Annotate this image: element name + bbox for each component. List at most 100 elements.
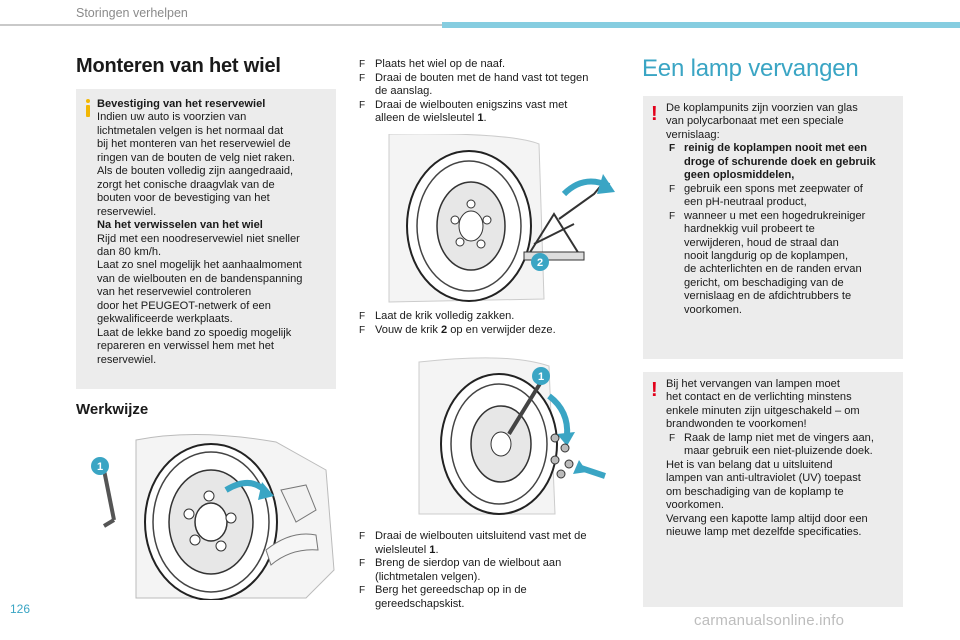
- step-item: Draai de bouten met de hand vast tot teg…: [359, 72, 619, 99]
- step-item: Berg het gereedschap op in degereedschap…: [359, 584, 621, 611]
- warning-line: hardnekkig vuil probeert te: [684, 223, 815, 236]
- warning-line: de achterlichten en de randen ervan: [684, 263, 862, 276]
- warning-icon: !: [651, 103, 658, 125]
- info-line: bouten voor de bevestiging van het: [97, 192, 270, 205]
- step-line: Draai de wielbouten enigszins vast met: [375, 98, 568, 111]
- info-line: Indien uw auto is voorzien van: [97, 111, 247, 124]
- step-item: Breng de sierdop van de wielbout aan(lic…: [359, 557, 621, 584]
- page-title-wheel: Monteren van het wiel: [76, 55, 281, 77]
- info-box: Bevestiging van het reservewiel Indien u…: [76, 89, 336, 389]
- info-line: reservewiel.: [97, 205, 157, 218]
- warning-line: De koplampunits zijn voorzien van glas: [666, 102, 858, 114]
- step-ref: 1: [477, 112, 484, 125]
- step-line: Vouw de krik 2 op en verwijder deze.: [375, 323, 556, 336]
- info-icon: [86, 99, 90, 117]
- step-item: Draai de wielbouten enigszins vast metal…: [359, 99, 619, 126]
- wheel-mounting-illustration: 1: [76, 430, 338, 600]
- figure-label-wrench: 1: [97, 461, 103, 473]
- figure-label-wheel-wrench: 1: [538, 371, 544, 383]
- warning-line: maar gebruik een niet-pluizende doek.: [684, 445, 873, 458]
- warning-line: van polycarbonaat met een speciale: [666, 115, 844, 128]
- warning-line: vernislaag:: [666, 128, 720, 141]
- step-line: Draai de wielbouten uitsluitend vast met…: [375, 530, 587, 542]
- info-line: dan 80 km/h.: [97, 245, 162, 258]
- step-ref: 2: [440, 323, 448, 336]
- info-line: repareren en verwissel hem met het: [97, 340, 274, 353]
- step-item: Plaats het wiel op de naaf.: [359, 58, 619, 72]
- step-line: Draai de bouten met de hand vast tot teg…: [375, 71, 589, 84]
- info-line: lichtmetalen velgen is het normaal dat: [97, 124, 284, 137]
- steps-middle: Laat de krik volledig zakken.Vouw de kri…: [359, 310, 619, 337]
- page-number: 126: [10, 602, 31, 616]
- warning-box-headlamp: ! De koplampunits zijn voorzien van glas…: [643, 96, 903, 359]
- warning-bullet: wanneer u met een hogedrukreinigerhardne…: [666, 210, 900, 318]
- step-line: gereedschapskist.: [375, 597, 465, 610]
- warning-line: verwijderen, houd de straal dan: [684, 236, 839, 249]
- warning-line: het contact en de verlichting minstens: [666, 391, 852, 404]
- watermark: carmanualsonline.info: [694, 612, 845, 629]
- warning-line: nooit langdurig op de koplampen,: [684, 249, 849, 262]
- step-line: Berg het gereedschap op in de: [375, 584, 527, 597]
- step-item: Laat de krik volledig zakken.: [359, 310, 619, 324]
- warning-line: Raak de lamp niet met de vingers aan,: [684, 431, 874, 444]
- info-line: gekwalificeerde werkplaats.: [97, 313, 233, 326]
- info-line: van het reservewiel controleren: [97, 286, 252, 299]
- step-item: Vouw de krik 2 op en verwijder deze.: [359, 324, 619, 338]
- warning-icon: !: [651, 379, 658, 401]
- section-header: Storingen verhelpen: [76, 6, 188, 20]
- step-line: alleen de wielsleutel 1.: [375, 112, 487, 125]
- warning-line: enkele minuten zijn uitgeschakeld – om: [666, 404, 860, 417]
- info-line: zorgt het conische draagvlak van de: [97, 178, 275, 191]
- step-ref: 1: [429, 543, 436, 556]
- info-line: Laat de lekke band zo spoedig mogelijk: [97, 326, 292, 339]
- step-line: Laat de krik volledig zakken.: [375, 310, 515, 322]
- step-item: Draai de wielbouten uitsluitend vast met…: [359, 530, 621, 557]
- info-heading-mounting: Bevestiging van het reservewiel: [97, 98, 266, 110]
- step-line: (lichtmetalen velgen).: [375, 570, 481, 583]
- info-line: Rijd met een noodreservewiel niet snelle…: [97, 232, 300, 245]
- step-line: Plaats het wiel op de naaf.: [375, 58, 506, 70]
- warning-line: om beschadiging van de koplamp te: [666, 485, 844, 498]
- warning-line: lampen van anti-ultraviolet (UV) toepast: [666, 472, 861, 485]
- jack-lowering-illustration: 2: [359, 134, 621, 304]
- step-line: de aanslag.: [375, 85, 433, 98]
- steps-top: Plaats het wiel op de naaf.Draai de bout…: [359, 58, 619, 126]
- info-line: door het PEUGEOT-netwerk of een: [97, 299, 271, 312]
- procedure-heading: Werkwijze: [76, 401, 149, 418]
- warning-line: Het is van belang dat u uitsluitend: [666, 458, 833, 471]
- warning-line: gericht, om beschadiging van de: [684, 276, 844, 289]
- info-line: ringen van de bouten de velg niet raken.: [97, 151, 295, 164]
- header-accent-bar: [442, 22, 960, 28]
- info-line: reservewiel.: [97, 353, 157, 366]
- info-heading-after: Na het verwisselen van het wiel: [97, 219, 263, 232]
- step-line: wielsleutel 1.: [375, 543, 439, 556]
- warning-line: droge of schurende doek en gebruik: [684, 155, 876, 168]
- warning-line: wanneer u met een hogedrukreiniger: [684, 209, 866, 222]
- warning-line: geen oplosmiddelen,: [684, 169, 795, 182]
- info-line: bij het monteren van het reservewiel de: [97, 138, 291, 151]
- page-title-lamp: Een lamp vervangen: [642, 55, 859, 82]
- warning-line: reinig de koplampen nooit met een: [684, 142, 868, 155]
- warning-line: voorkomen.: [684, 303, 742, 316]
- info-box-text: Bevestiging van het reservewiel Indien u…: [97, 98, 332, 367]
- bolt-tightening-illustration: 1: [359, 356, 621, 516]
- step-line: Breng de sierdop van de wielbout aan: [375, 557, 562, 570]
- info-line: van de wielbouten en de bandenspanning: [97, 272, 303, 285]
- header-divider: [0, 24, 442, 26]
- warning-line: nieuwe lamp met dezelfde specificaties.: [666, 525, 862, 538]
- warning-bullet: Raak de lamp niet met de vingers aan,maa…: [666, 432, 900, 459]
- warning-line: voorkomen.: [666, 499, 724, 512]
- steps-bottom: Draai de wielbouten uitsluitend vast met…: [359, 530, 621, 612]
- figure-label-jack: 2: [537, 257, 543, 269]
- warning-line: Vervang een kapotte lamp altijd door een: [666, 512, 868, 525]
- info-line: Als de bouten volledig zijn aangedraaid,: [97, 165, 294, 178]
- warning-line: Bij het vervangen van lampen moet: [666, 378, 840, 390]
- warning-line: gebruik een spons met zeepwater of: [684, 182, 863, 195]
- warning-line: vernislaag en de afdichtrubbers te: [684, 290, 852, 303]
- warning-line: een pH-neutraal product,: [684, 196, 807, 209]
